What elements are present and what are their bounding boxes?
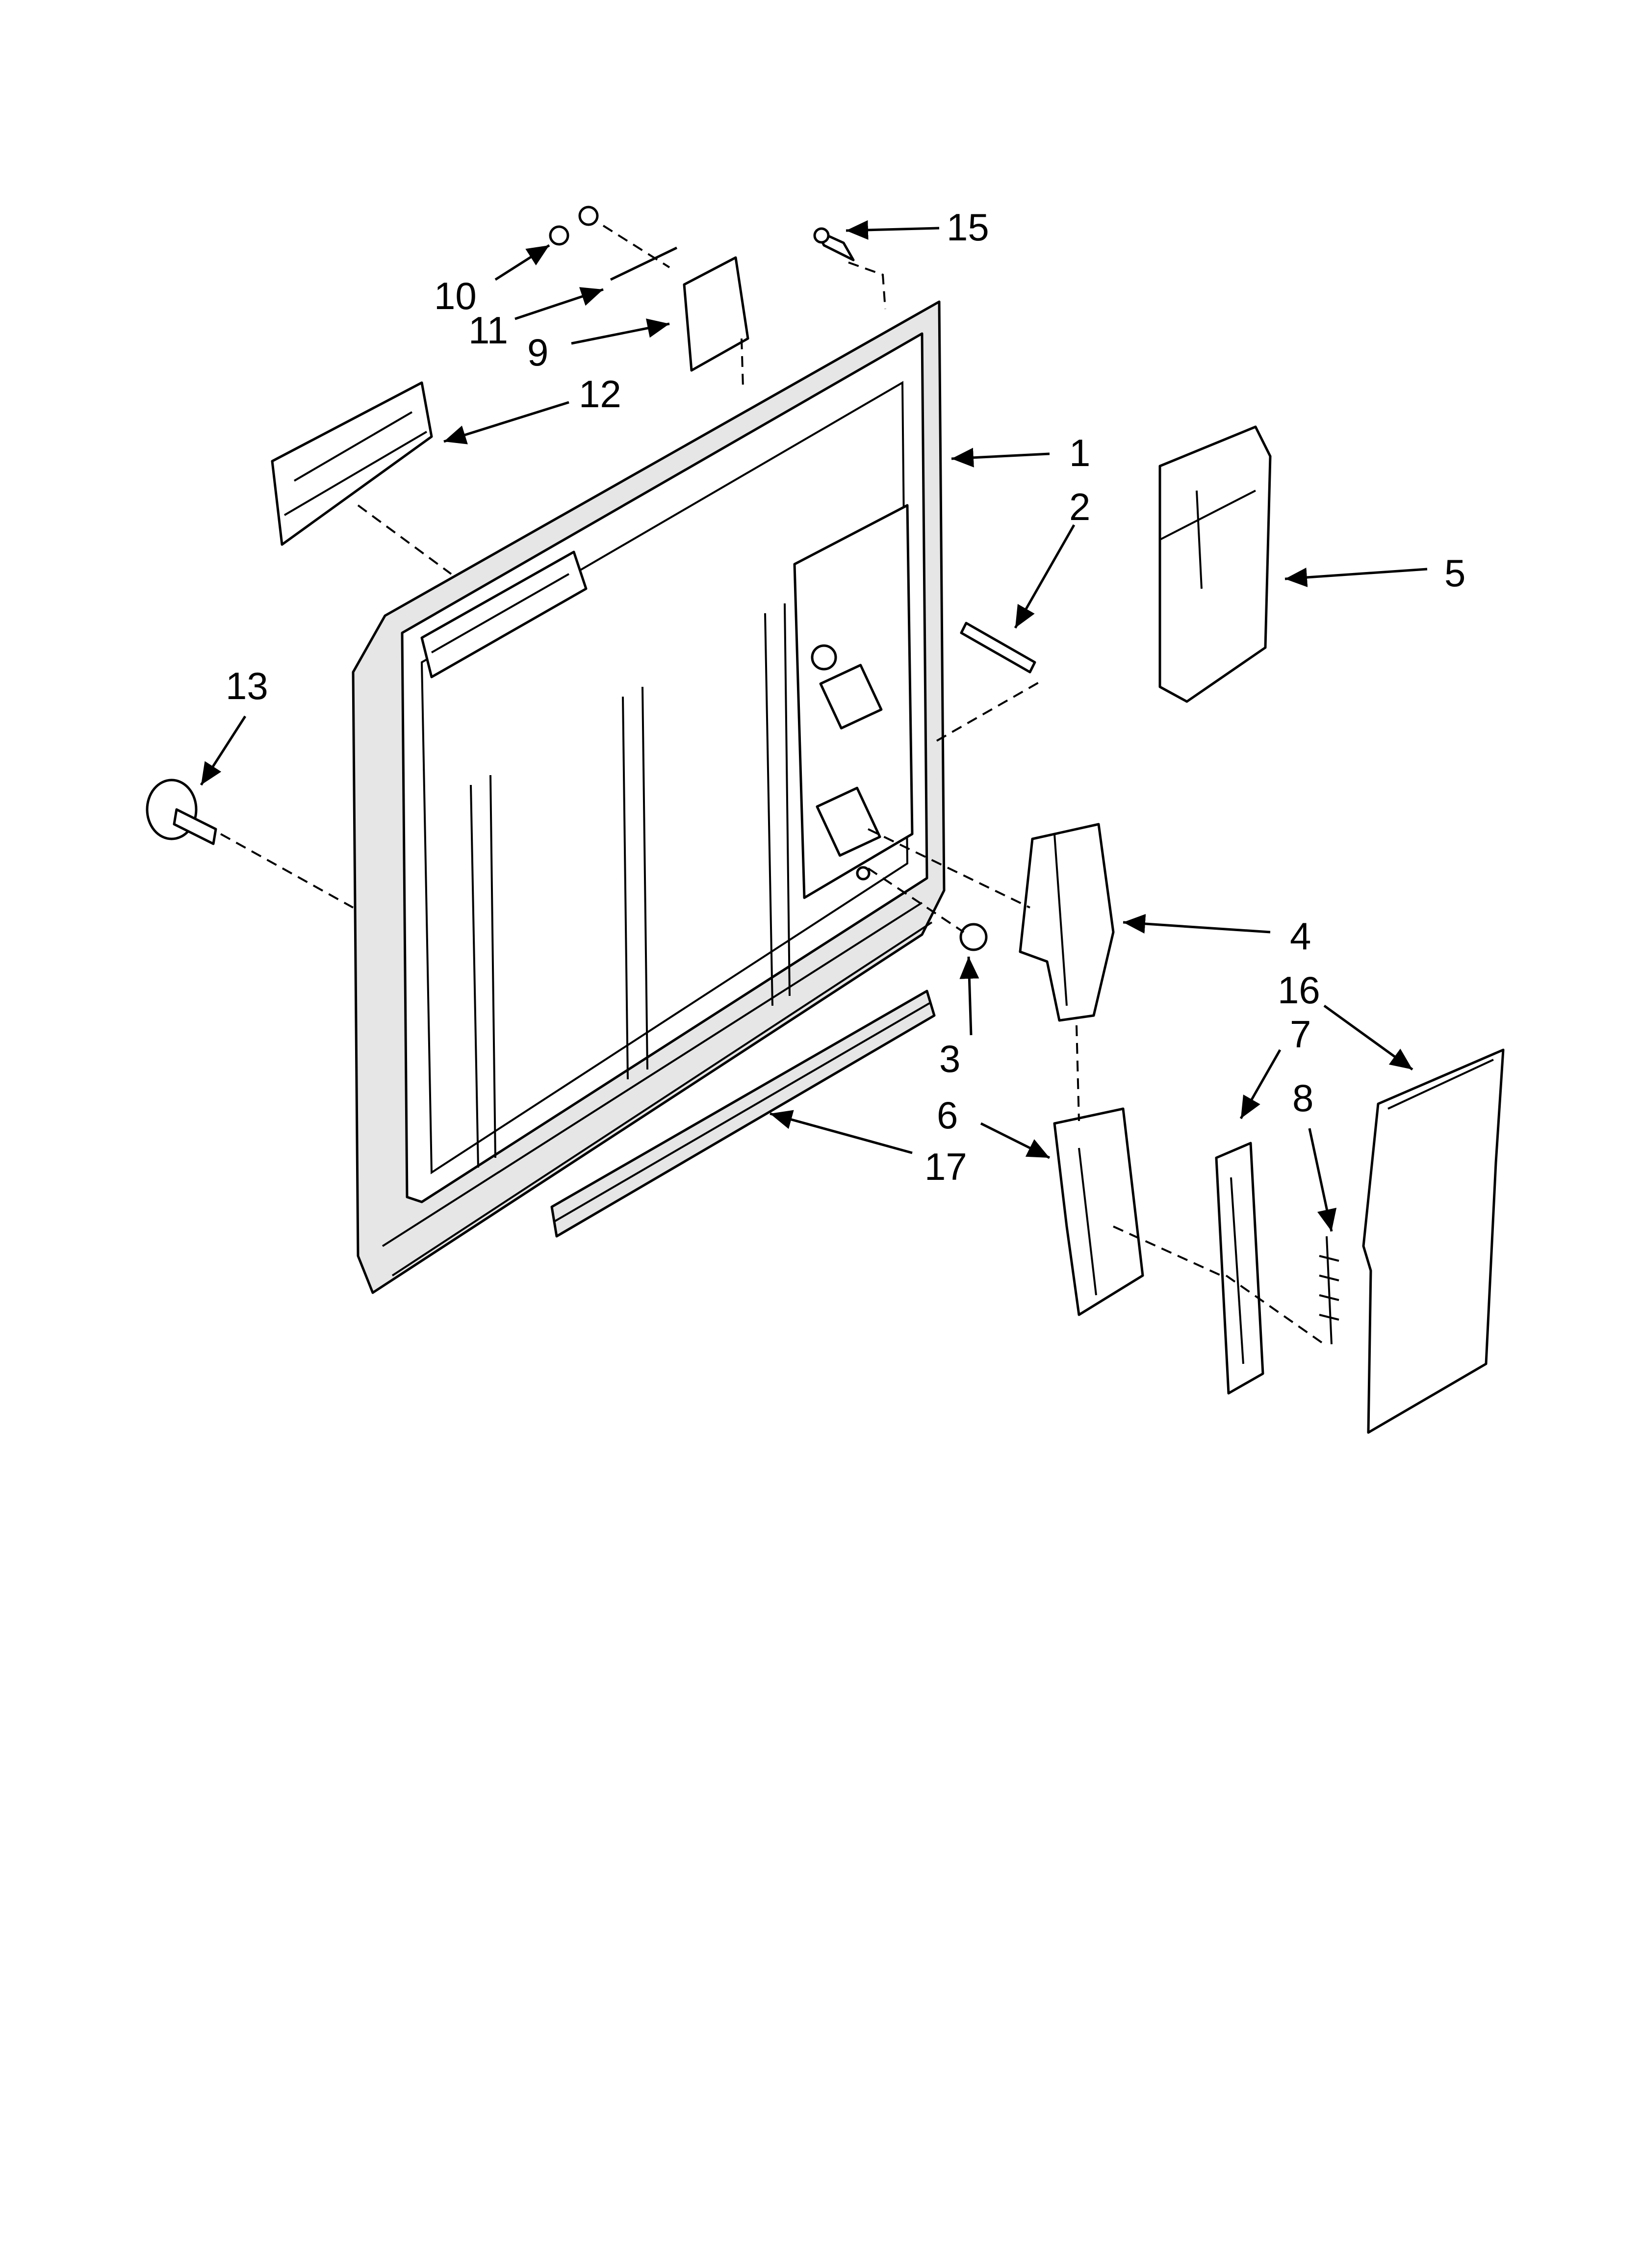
callout-11: 11 (468, 309, 508, 352)
callout-10: 10 (434, 274, 477, 317)
callout-9: 9 (527, 331, 548, 374)
callout-15: 15 (947, 206, 989, 249)
part-11-rod (610, 246, 678, 281)
callout-3: 3 (939, 1037, 960, 1080)
part-8-spring (1319, 1236, 1339, 1345)
part-15-screw (813, 227, 855, 261)
callout-1: 1 (1069, 431, 1090, 474)
part-12-handle-cap (271, 381, 433, 546)
callout-17: 17 (924, 1145, 967, 1188)
part-10-springs (549, 206, 599, 246)
callout-13: 13 (226, 664, 268, 707)
part-3-nut (959, 923, 988, 951)
callout-4: 4 (1290, 914, 1311, 958)
part-1-inner-door (352, 300, 946, 1294)
callout-2: 2 (1069, 485, 1090, 528)
callout-12: 12 (579, 372, 621, 416)
part-5-latch-housing (1158, 425, 1272, 703)
callout-6: 6 (937, 1094, 958, 1137)
callout-16: 16 (1278, 968, 1320, 1012)
part-6-strike (1053, 1107, 1144, 1316)
assembly-lines (220, 225, 1325, 1345)
part-17-bottom-strip (550, 990, 936, 1238)
part-16-side-panel (1362, 1048, 1505, 1434)
callout-8: 8 (1292, 1076, 1313, 1120)
part-13-wheel (146, 779, 217, 845)
part-9-cover (683, 256, 749, 372)
part-7-slide (1215, 1142, 1264, 1395)
part-4-latch (1019, 823, 1115, 1022)
part-2-latch-pin (960, 622, 1036, 674)
leader-arrows (200, 220, 1428, 1232)
callout-7: 7 (1290, 1013, 1311, 1056)
callout-5: 5 (1444, 551, 1465, 595)
callout-labels: 1 2 3 4 5 6 7 8 9 10 11 12 13 15 16 17 (226, 206, 1465, 1188)
